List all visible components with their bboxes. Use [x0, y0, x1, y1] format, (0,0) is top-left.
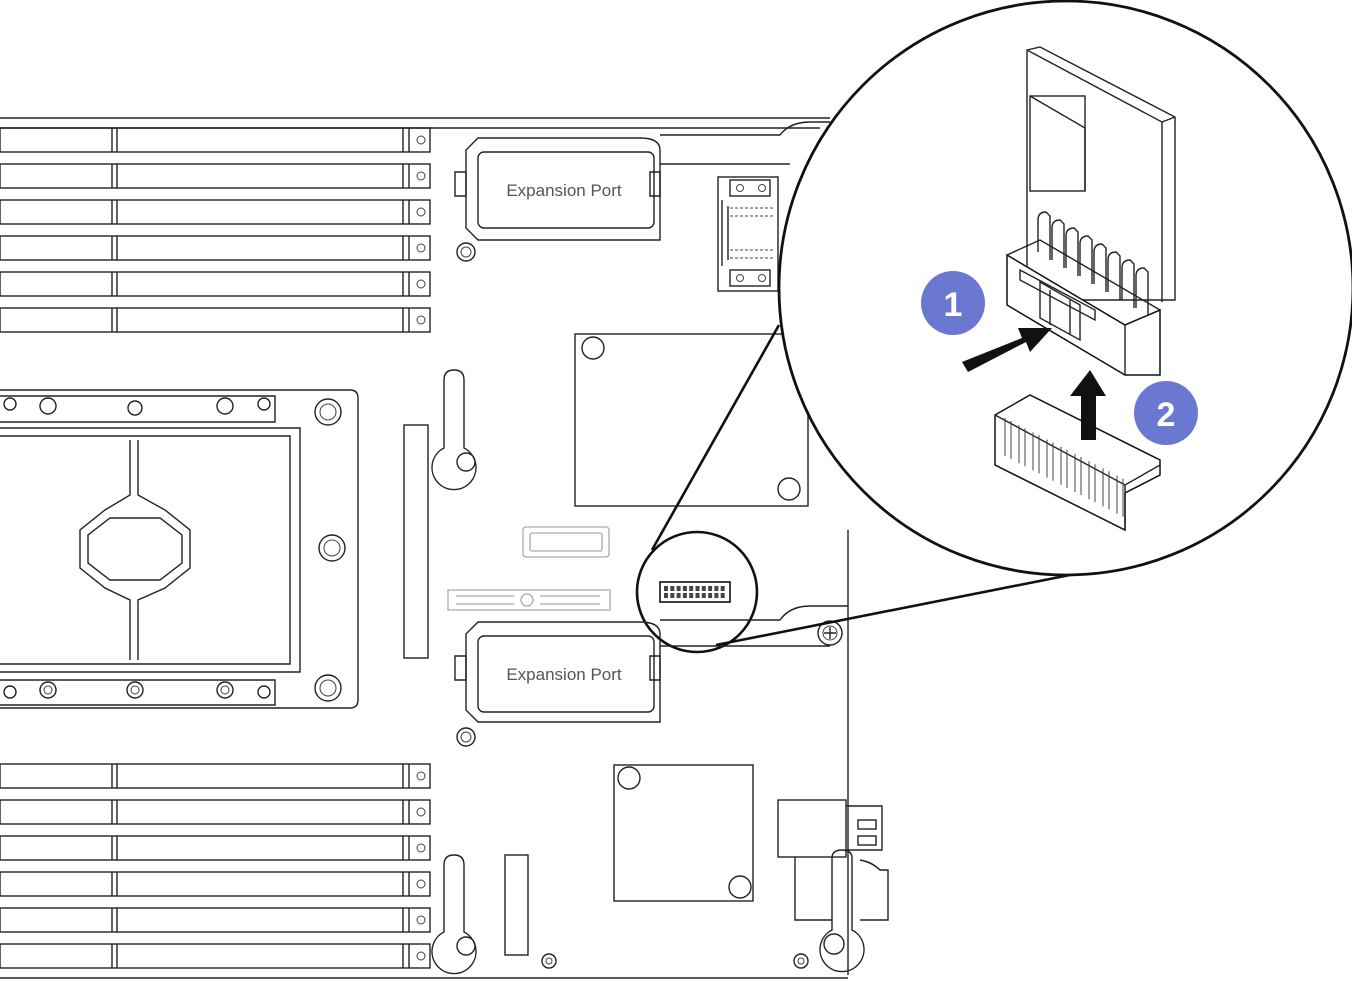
header-slot [1074, 454, 1082, 495]
expansion-port-bottom-label: Expansion Port [506, 665, 622, 684]
arrow-push-step-1 [962, 328, 1052, 372]
vertical-slot-bottom [504, 854, 809, 969]
standoff-post-lower [431, 854, 477, 975]
faded-components [447, 526, 611, 611]
dimm-slot [0, 907, 431, 933]
cable-wire [1037, 211, 1051, 260]
zoomed-board-header [994, 394, 1161, 532]
cable-wire [1107, 251, 1121, 300]
dimm-slot [0, 163, 431, 189]
header-slot [1032, 432, 1040, 474]
arrow-up-step-2 [1070, 370, 1106, 440]
small-connector-top [717, 176, 779, 292]
dimm-slot [0, 763, 431, 789]
zoom-callout-lines [650, 324, 1081, 647]
cable-wire [1121, 259, 1135, 308]
expansion-port-top: Expansion Port [454, 121, 830, 262]
cable-wire [1065, 227, 1079, 276]
processor-socket [0, 389, 359, 709]
dimm-slot [0, 307, 431, 333]
header-slot [1018, 425, 1026, 467]
chip-area-bottom [613, 764, 754, 902]
system-board-outline [0, 117, 849, 979]
expansion-port-top-label: Expansion Port [506, 181, 622, 200]
step-2-badge: 2 [1134, 381, 1198, 445]
header-slot [1088, 461, 1096, 503]
dimm-slot [0, 871, 431, 897]
dimm-slot [0, 799, 431, 825]
dimm-slots-top [0, 127, 431, 333]
zoomed-cable-connector [1006, 46, 1176, 376]
step-1-badge: 1 [921, 271, 985, 335]
dimm-slot [0, 199, 431, 225]
bottom-right-connector [777, 799, 889, 973]
cable-wire [1051, 219, 1065, 268]
header-slot [1060, 446, 1068, 488]
dimm-slot [0, 271, 431, 297]
dimm-slots-bottom [0, 763, 431, 969]
dimm-slot [0, 943, 431, 969]
standoff-post-upper [431, 369, 477, 491]
dimm-slot [0, 835, 431, 861]
cable-wire [1135, 267, 1149, 316]
step-1-number: 1 [944, 286, 963, 324]
cable-wire [1093, 243, 1107, 292]
highlighted-connector-circle [635, 530, 759, 654]
zoom-callout-circle [777, 0, 1352, 577]
header-slot [1046, 439, 1054, 481]
board-screw [817, 620, 843, 646]
header-slot [1116, 475, 1124, 517]
dimm-slot [0, 127, 431, 153]
cable-wire [1079, 235, 1093, 284]
step-2-number: 2 [1157, 396, 1176, 434]
header-slot [1004, 418, 1012, 459]
vertical-slot-left [403, 424, 429, 659]
expansion-port-bottom: Expansion Port [454, 605, 848, 747]
dimm-slot [0, 235, 431, 261]
chip-area-middle [574, 333, 809, 507]
header-slot [1102, 468, 1110, 510]
